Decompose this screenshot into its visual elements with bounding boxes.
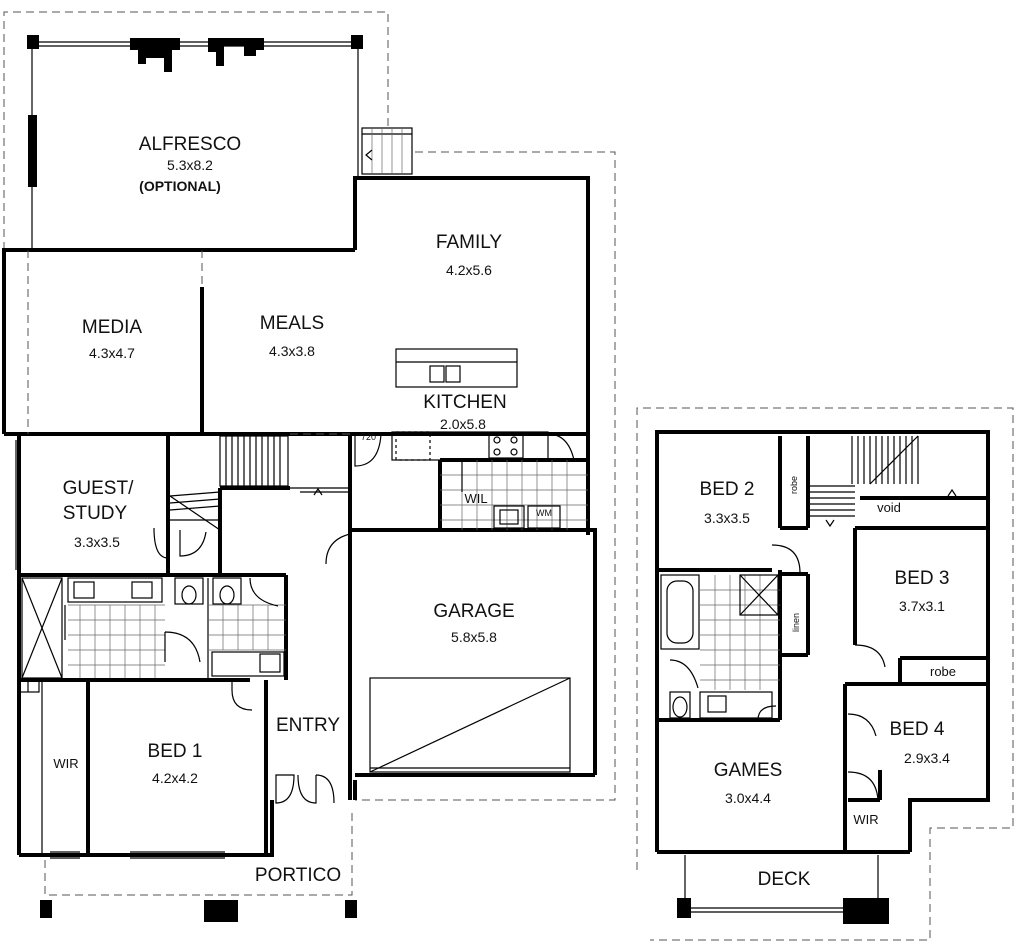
robe3-label: robe xyxy=(930,664,956,679)
ground-floor: ALFRESCO 5.3x8.2 (OPTIONAL) FAMILY 4.2x5… xyxy=(2,11,616,922)
kitchen-label: KITCHEN xyxy=(423,392,506,413)
guest-doors xyxy=(153,527,351,565)
upper-bathroom xyxy=(660,574,780,719)
ground-floor-boundary xyxy=(3,11,616,896)
wil-label: WIL xyxy=(464,491,487,506)
main-staircase xyxy=(169,435,350,531)
portico-post-middle xyxy=(204,900,238,922)
alfresco-steps xyxy=(361,127,413,175)
upper-staircase xyxy=(810,435,957,528)
meals-dims: 4.3x3.8 xyxy=(269,343,315,359)
pantry-wil xyxy=(440,460,588,530)
guest-dims: 3.3x3.5 xyxy=(74,534,120,550)
kitchen-dims: 2.0x5.8 xyxy=(440,416,486,432)
powder-room xyxy=(174,577,286,680)
bed3-label: BED 3 xyxy=(895,568,950,589)
upper-floor-boundary xyxy=(636,407,1014,941)
deck-area xyxy=(677,855,889,924)
bed1-windows xyxy=(15,440,225,859)
upper-floor-walls xyxy=(655,430,990,854)
alfresco-optional-note: (OPTIONAL) xyxy=(139,178,221,194)
portico-label: PORTICO xyxy=(255,865,341,886)
entry-doors xyxy=(231,680,335,804)
bed4-label: BED 4 xyxy=(890,719,945,740)
void-label: void xyxy=(877,500,901,515)
portico-post-right xyxy=(345,900,357,918)
upper-floor: BED 2 3.3x3.5 robe void BED 3 3.7x3.1 ro… xyxy=(636,407,1014,941)
entry-label: ENTRY xyxy=(276,715,340,736)
wir4-label: WIR xyxy=(853,812,878,827)
family-dims: 4.2x5.6 xyxy=(446,262,492,278)
upper-doors xyxy=(757,544,886,801)
deck-post-right xyxy=(843,898,889,924)
portico-post-left xyxy=(40,900,52,918)
alfresco-dims: 5.3x8.2 xyxy=(167,157,213,173)
deck-post-left xyxy=(677,898,691,918)
media-label: MEDIA xyxy=(82,317,143,338)
garage-label: GARAGE xyxy=(433,601,514,622)
bed2-dims: 3.3x3.5 xyxy=(704,510,750,526)
guest-label-line1: GUEST/ xyxy=(63,478,134,499)
ground-floor-openings xyxy=(4,249,589,435)
media-dims: 4.3x4.7 xyxy=(89,345,135,361)
alfresco-label: ALFRESCO xyxy=(139,134,241,155)
linen-label: linen xyxy=(791,613,801,632)
ensuite xyxy=(21,577,201,679)
guest-label-line2: STUDY xyxy=(63,503,128,524)
family-label: FAMILY xyxy=(436,232,502,253)
meals-label: MEALS xyxy=(260,313,324,334)
bed3-dims: 3.7x3.1 xyxy=(899,598,945,614)
fridge-space-label: 720 xyxy=(361,432,376,442)
kitchen-island xyxy=(395,348,518,388)
garage-door xyxy=(369,677,571,773)
wm-label: WM xyxy=(536,508,552,518)
alfresco-area xyxy=(27,35,363,250)
deck-label: DECK xyxy=(758,869,811,890)
bed1-dims: 4.2x4.2 xyxy=(152,770,198,786)
robe2-label: robe xyxy=(789,476,799,494)
garage-dims: 5.8x5.8 xyxy=(451,629,497,645)
kitchen-bench xyxy=(391,431,575,461)
bed1-label: BED 1 xyxy=(148,741,203,762)
games-dims: 3.0x4.4 xyxy=(725,790,771,806)
bed4-dims: 2.9x3.4 xyxy=(904,750,950,766)
wir-label: WIR xyxy=(53,756,78,771)
games-label: GAMES xyxy=(714,760,783,781)
fridge-space xyxy=(354,433,382,467)
bed2-label: BED 2 xyxy=(700,479,755,500)
